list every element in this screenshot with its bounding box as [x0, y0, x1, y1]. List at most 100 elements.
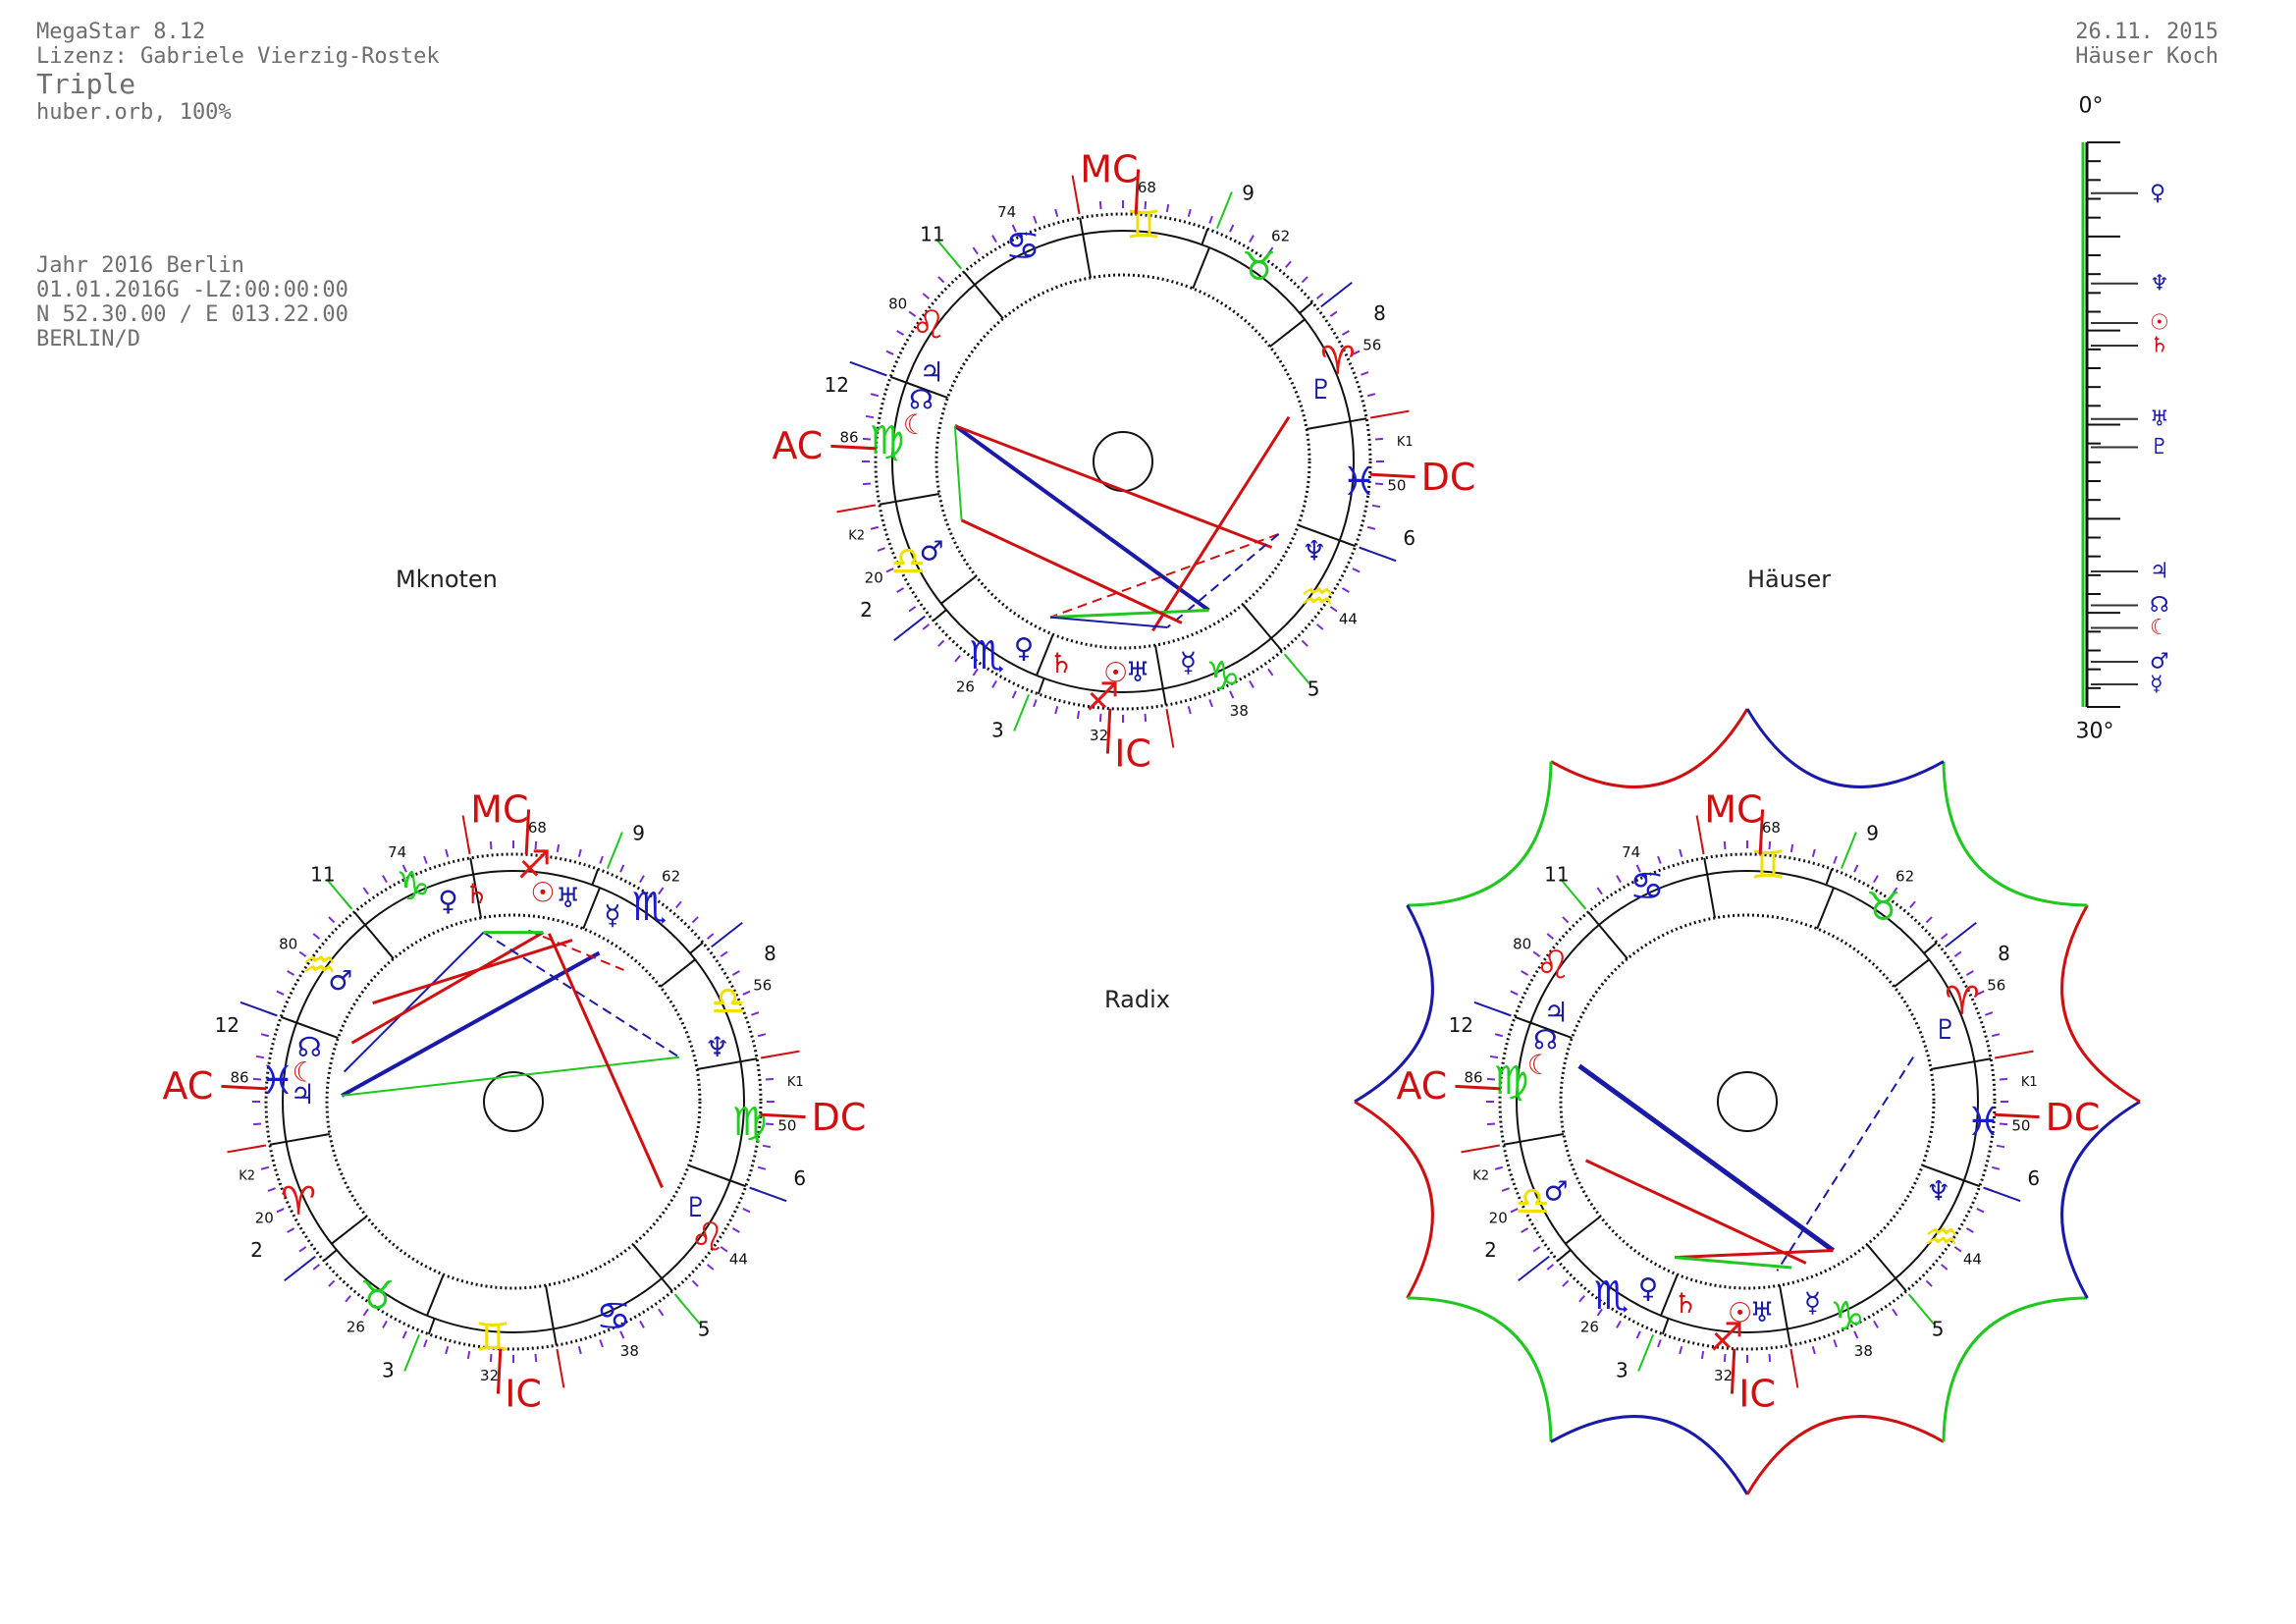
degree-tick [922, 293, 931, 299]
degree-tick [937, 276, 945, 284]
degree-tick [1976, 990, 1985, 996]
degree-label: 62 [662, 868, 680, 886]
angle-mc: MC [470, 787, 528, 831]
outer-tick-ring [1498, 852, 1997, 1351]
degree-tick [260, 1033, 270, 1038]
house-cusp [1706, 874, 1716, 919]
capricorn-icon: ♑ [1205, 654, 1241, 699]
scale-planet-1: ♆ [2150, 271, 2169, 296]
sign-divider [1923, 942, 1938, 954]
label-haeuser: Häuser [1747, 566, 1832, 593]
house-axis [1637, 1333, 1655, 1372]
degree-tick [1521, 970, 1529, 976]
degree-label: 38 [1230, 702, 1249, 720]
label-radix: Radix [1104, 986, 1170, 1013]
house-axis [1359, 546, 1397, 563]
degree-tick [870, 393, 880, 398]
degree-tick [870, 525, 880, 530]
sign-divider [323, 1249, 338, 1262]
degree-tick [908, 310, 917, 317]
degree-tick [765, 1122, 774, 1126]
aries-icon: ♈ [1945, 979, 1980, 1024]
house-axis [1215, 191, 1233, 230]
degree-tick [1723, 1353, 1727, 1363]
house-axis [760, 1050, 800, 1059]
house-axis [1983, 1186, 2021, 1203]
k2-mark: K2 [1472, 1169, 1489, 1184]
degree-label: 62 [1271, 228, 1290, 245]
degree-tick [1301, 276, 1308, 284]
degree-tick [1208, 699, 1213, 708]
house-cusp [1866, 1243, 1896, 1279]
degree-tick [1991, 1033, 2001, 1038]
aries-icon: ♈ [281, 1179, 316, 1224]
sign-divider [1974, 1057, 1992, 1063]
house-axis [1013, 693, 1031, 731]
k1-mark: K1 [2021, 1075, 2038, 1090]
house-axis [1473, 1001, 1512, 1017]
sign-divider [469, 857, 475, 875]
mercury-icon: ☿ [1804, 1286, 1821, 1319]
degree-tick [382, 875, 388, 884]
house-number: 5 [1308, 677, 1320, 700]
sign-divider [729, 1179, 747, 1188]
degree-tick [1996, 1144, 2005, 1149]
zodiac-inner-ring [891, 230, 1355, 693]
orb-scale: 0°30°♀♆☉♄♅♇♃☊☾♂☿ [2076, 94, 2169, 744]
sign-divider [1201, 228, 1209, 245]
angle-mc-line [524, 809, 531, 855]
degree-tick [742, 1208, 751, 1214]
degree-tick [937, 639, 945, 647]
angle-mc: MC [1080, 147, 1138, 190]
degree-tick [362, 1308, 369, 1317]
mars-icon: ♂ [328, 964, 352, 997]
house-number: 3 [1616, 1359, 1629, 1382]
pisces-icon: ♓ [1342, 460, 1377, 505]
degree-tick [1546, 1264, 1555, 1271]
house-number: 2 [1484, 1238, 1497, 1262]
center-circle [1717, 1071, 1778, 1132]
degree-tick [445, 848, 450, 858]
degree-tick [991, 679, 997, 688]
k2-mark: K2 [239, 1169, 255, 1184]
angle-ic: IC [505, 1373, 542, 1416]
degree-tick [556, 843, 561, 853]
pluto-icon: ♇ [1933, 1013, 1957, 1046]
degree-tick [345, 1294, 351, 1303]
sign-divider [1786, 1328, 1791, 1346]
house-axis [1907, 1293, 1936, 1326]
angle-dc-line [1369, 472, 1415, 479]
degree-tick [1361, 371, 1369, 376]
degree-tick [1510, 1208, 1519, 1214]
sign-divider [1703, 857, 1709, 875]
degree-tick [1562, 916, 1570, 924]
angle-ac-line [1455, 1084, 1501, 1091]
degree-label: 50 [777, 1116, 796, 1134]
k1-mark: K1 [787, 1075, 804, 1090]
degree-label: 44 [1339, 611, 1358, 628]
degree-tick [1679, 1345, 1683, 1355]
house-number: 12 [825, 373, 849, 397]
cancer-icon: ♋ [1005, 224, 1041, 269]
label-mknoten: Mknoten [396, 566, 498, 593]
degree-tick [1909, 900, 1916, 909]
sign-divider [1503, 1140, 1521, 1146]
degree-label: 20 [865, 568, 883, 586]
house-axis [1994, 1050, 2034, 1059]
node-icon: ☊ [1533, 1024, 1558, 1056]
house-star-edge [1745, 708, 1945, 788]
house-axis [849, 360, 887, 377]
k1-mark: K1 [1397, 435, 1414, 450]
house-axis [1840, 832, 1857, 870]
degree-tick [1873, 875, 1879, 884]
degree-tick [1789, 843, 1794, 853]
pluto-icon: ♇ [684, 1191, 709, 1223]
aspect-line [341, 950, 601, 1098]
degree-tick [1371, 504, 1381, 509]
scale-planet-4: ♅ [2150, 406, 2169, 431]
degree-tick [1811, 1345, 1816, 1355]
house-cusp [1894, 958, 1930, 988]
aspect-line [1049, 533, 1279, 619]
house-number: 11 [920, 223, 944, 246]
house-cusp [1520, 1133, 1565, 1143]
